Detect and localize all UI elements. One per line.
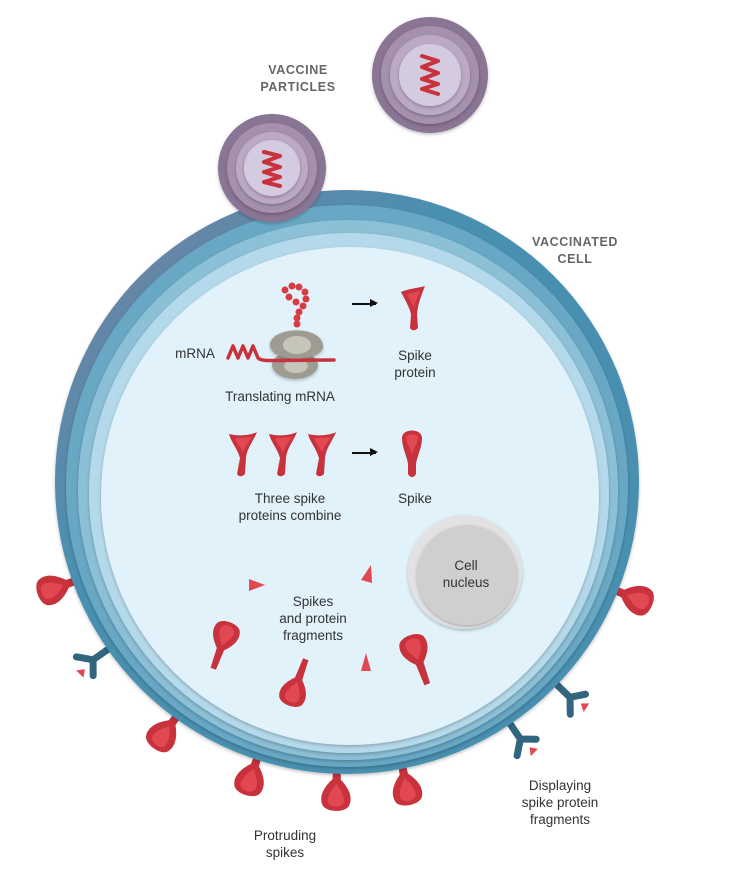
label-line: Displaying	[528, 778, 592, 793]
mrna-strand-icon	[226, 344, 336, 363]
heading-line: CELL	[557, 252, 593, 266]
label-protruding-spikes: Protruding spikes	[240, 827, 330, 861]
label-line: spikes	[265, 845, 305, 860]
heading-vaccinated-cell: VACCINATED CELL	[525, 234, 625, 268]
protein-fragment-icon	[361, 565, 372, 583]
label-line: Three spike	[254, 491, 326, 506]
label-line: Spike	[398, 348, 432, 363]
cell-nucleus	[408, 515, 522, 629]
protruding-spike-icon	[321, 756, 351, 811]
heading-line: VACCINATED	[531, 235, 619, 249]
vaccine-particle-free	[372, 17, 488, 133]
arrow-right-icon	[352, 449, 378, 455]
mrna-coil-icon	[262, 150, 282, 188]
ribosome-icon	[226, 282, 336, 379]
arrow-right-icon	[352, 300, 378, 306]
protein-fragment-icon	[361, 653, 371, 671]
vaccinated-cell	[55, 190, 639, 774]
three-spike-proteins	[229, 432, 336, 477]
label-line: Spikes	[292, 594, 334, 609]
vaccine-particle-fusing	[218, 114, 326, 222]
label-line: Protruding	[253, 828, 317, 843]
protein-fragment-icon	[249, 579, 265, 591]
label-three-spike-proteins-combine: Three spike proteins combine	[220, 490, 360, 524]
floating-spike-icon	[210, 621, 240, 670]
label-spike-protein: Spike protein	[380, 347, 450, 381]
label-translating-mrna: Translating mRNA	[225, 389, 335, 404]
label-cell-nucleus: Cell nucleus	[430, 557, 502, 591]
mrna-coil-icon	[420, 54, 440, 96]
heading-line: PARTICLES	[260, 80, 336, 94]
spike-protein-icon	[401, 286, 425, 331]
label-line: fragments	[282, 628, 344, 643]
label-spike: Spike	[398, 491, 432, 506]
floating-spike-icon	[399, 633, 431, 686]
amino-acid-chain-icon	[281, 282, 310, 328]
label-spikes-and-protein-fragments: Spikes and protein fragments	[268, 593, 358, 644]
label-line: proteins combine	[238, 508, 342, 523]
spikes-and-protein-fragments	[210, 565, 431, 707]
heading-vaccine-particles: VACCINE PARTICLES	[248, 62, 348, 96]
label-line: nucleus	[442, 575, 490, 590]
label-displaying-spike-protein-fragments: Displaying spike protein fragments	[500, 777, 620, 828]
label-line: Cell	[454, 558, 478, 573]
label-line: fragments	[529, 812, 591, 827]
label-line: spike protein	[521, 795, 599, 810]
spike-protein-icon	[308, 432, 336, 477]
spike-protein-icon	[269, 432, 297, 477]
label-line: protein	[394, 365, 436, 380]
label-line: and protein	[279, 611, 347, 626]
spike-protein-icon	[229, 432, 257, 477]
floating-spike-icon	[279, 658, 309, 707]
combined-spike-icon	[402, 430, 422, 477]
heading-line: VACCINE	[268, 63, 328, 77]
label-mrna: mRNA	[175, 346, 215, 361]
